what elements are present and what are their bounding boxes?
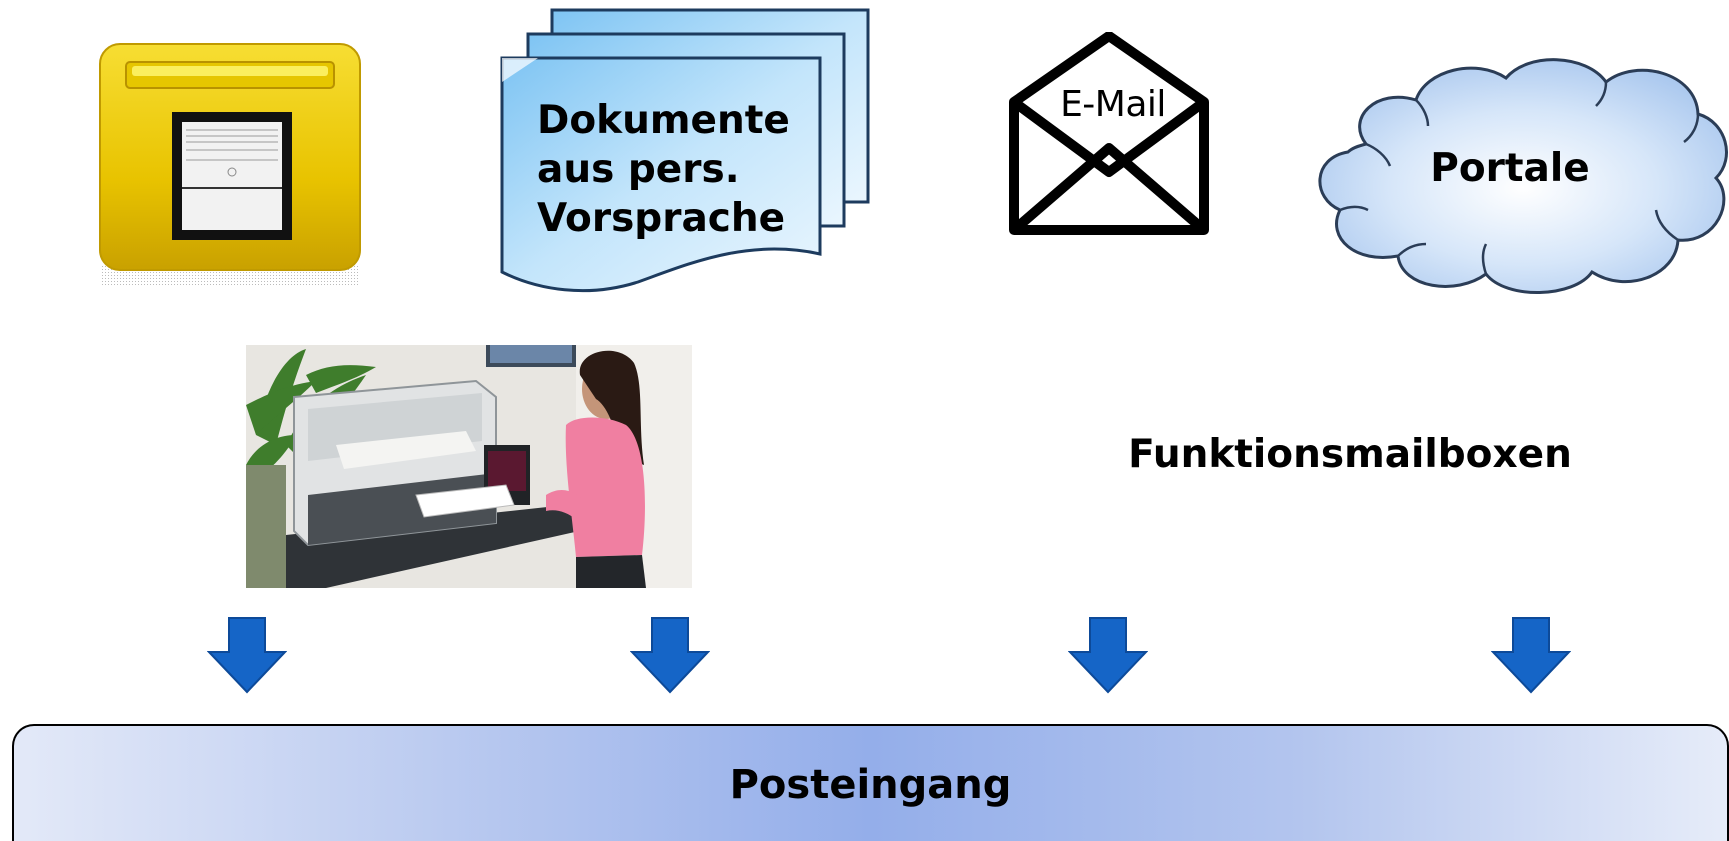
- letterbox-icon: [96, 38, 364, 290]
- portals-label: Portale: [1430, 146, 1590, 191]
- documents-label: Dokumente aus pers. Vorsprache: [537, 98, 790, 241]
- down-arrow-icon: [629, 616, 711, 694]
- document-stack-icon: [498, 6, 872, 298]
- down-arrow-icon: [1067, 616, 1149, 694]
- down-arrow-icon: [206, 616, 288, 694]
- envelope-icon: [1008, 31, 1210, 238]
- inbox-label: Posteingang: [729, 762, 1012, 808]
- inbox-bar: Posteingang: [12, 724, 1729, 841]
- function-mailboxes-label: Funktionsmailboxen: [1128, 432, 1572, 477]
- cloud-icon: [1306, 48, 1729, 298]
- email-label: E-Mail: [1060, 84, 1166, 125]
- down-arrow-icon: [1490, 616, 1572, 694]
- scanner-photo: [246, 345, 692, 588]
